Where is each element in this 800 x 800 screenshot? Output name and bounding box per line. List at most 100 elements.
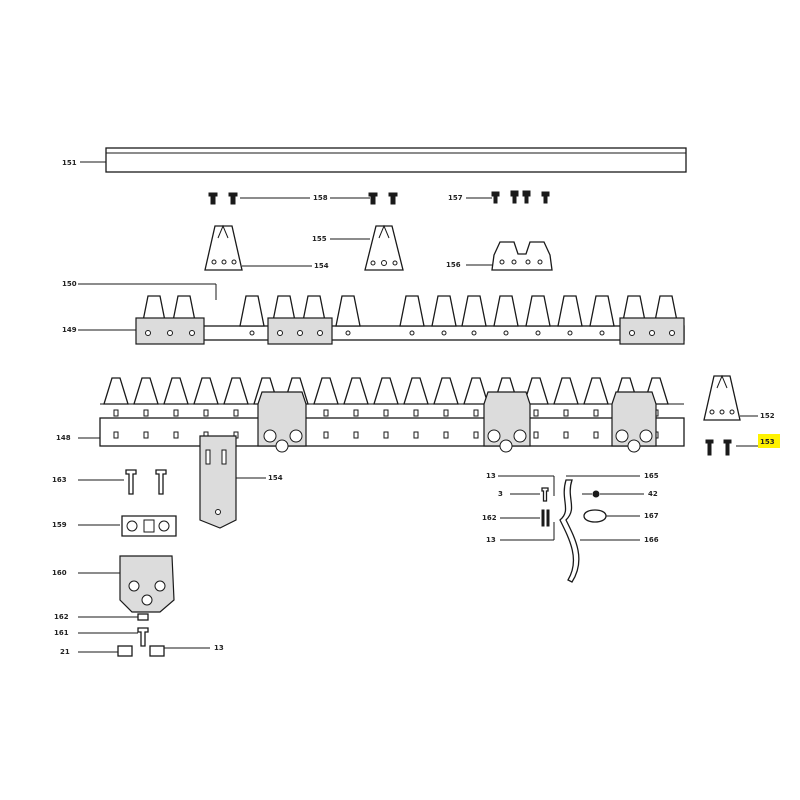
bolt-hole	[599, 330, 605, 336]
knife-section	[553, 377, 579, 405]
part-clip-assembly	[498, 475, 644, 583]
callout-149: 149	[62, 326, 77, 334]
callout-152: 152	[760, 412, 775, 420]
guard-tooth	[431, 295, 457, 327]
guard-tooth	[525, 295, 551, 327]
callout-148: 148	[56, 434, 71, 442]
callout-154-upper: 154	[314, 262, 329, 270]
knife-section	[193, 377, 219, 405]
knife-section	[373, 377, 399, 405]
callout-166: 166	[644, 536, 659, 544]
guard-tooth	[239, 295, 265, 327]
bolt-hole	[669, 330, 675, 336]
callout-21: 21	[60, 648, 70, 656]
callout-159: 159	[52, 521, 67, 529]
guard-tooth	[589, 295, 615, 327]
callout-162: 162	[482, 514, 497, 522]
bolt-hole	[649, 330, 655, 336]
part-148-sickle-bar	[78, 377, 685, 453]
knife-section	[163, 377, 189, 405]
rivet-hole	[173, 409, 179, 417]
rivet-hole	[383, 431, 389, 439]
guard-tooth	[493, 295, 519, 327]
part-156-double-guard	[466, 241, 553, 271]
guard-tooth	[461, 295, 487, 327]
rivet-hole	[473, 409, 479, 417]
rivet-hole	[353, 409, 359, 417]
bolt-hole	[535, 330, 541, 336]
bolt-hole	[345, 330, 351, 336]
bolt-hole	[249, 330, 255, 336]
callout-153: 153	[760, 438, 775, 446]
rivet-hole	[563, 431, 569, 439]
bolt-hole	[145, 330, 151, 336]
guard-tooth	[557, 295, 583, 327]
rivet-hole	[593, 409, 599, 417]
rivet-hole	[323, 409, 329, 417]
callout-167: 167	[644, 512, 659, 520]
guard-tooth	[335, 295, 361, 327]
rivet-hole	[203, 409, 209, 417]
callout-156: 156	[446, 261, 461, 269]
callout-157: 157	[448, 194, 463, 202]
callout-161: 161	[54, 629, 69, 637]
part-151-rail	[80, 147, 687, 173]
knife-section	[463, 377, 489, 405]
rivet-hole	[473, 431, 479, 439]
part-159-plate	[78, 515, 177, 537]
part-160-head	[78, 555, 175, 613]
bolt-hole	[409, 330, 415, 336]
rivet-hole	[143, 431, 149, 439]
guard-tooth	[399, 295, 425, 327]
knife-section	[133, 377, 159, 405]
rivet-hole	[113, 409, 119, 417]
rivet-hole	[353, 431, 359, 439]
callout-151: 151	[62, 159, 77, 167]
callout-150: 150	[62, 280, 77, 288]
knife-section	[223, 377, 249, 405]
rivet-hole	[413, 431, 419, 439]
bolt-hole	[167, 330, 173, 336]
highlight-marker	[758, 434, 780, 448]
knife-section	[403, 377, 429, 405]
knife-section	[313, 377, 339, 405]
callout-155: 155	[312, 235, 327, 243]
knife-section	[343, 377, 369, 405]
rivet-hole	[413, 409, 419, 417]
bolt-hole	[317, 330, 323, 336]
callout-158: 158	[313, 194, 328, 202]
rivet-hole	[563, 409, 569, 417]
part-163-bolts	[78, 469, 167, 495]
part-lower-left-fasteners	[78, 613, 210, 657]
bolt-hole	[277, 330, 283, 336]
callout-13-upper: 13	[486, 472, 496, 480]
rivet-hole	[173, 431, 179, 439]
part-152-guard	[703, 374, 758, 421]
rivet-hole	[533, 409, 539, 417]
callout-42: 42	[648, 490, 658, 498]
rivet-hole	[233, 409, 239, 417]
part-157-bolts	[466, 190, 550, 204]
callout-13-lower: 13	[214, 644, 224, 652]
callout-163: 163	[52, 476, 67, 484]
rivet-hole	[533, 431, 539, 439]
bolt-hole	[471, 330, 477, 336]
part-158-bolts	[208, 192, 398, 205]
bolt-hole	[441, 330, 447, 336]
callout-162-lower: 162	[54, 613, 69, 621]
bolt-hole	[503, 330, 509, 336]
part-154-guard-upper	[204, 224, 312, 271]
part-154-clip	[199, 435, 266, 529]
rivet-hole	[593, 431, 599, 439]
knife-section	[523, 377, 549, 405]
callout-160: 160	[52, 569, 67, 577]
bolt-hole	[629, 330, 635, 336]
callout-13-middle: 13	[486, 536, 496, 544]
callout-165: 165	[644, 472, 659, 480]
part-149-guard-bar	[78, 283, 685, 345]
rivet-hole	[443, 431, 449, 439]
callout-3: 3	[498, 490, 503, 498]
rivet-hole	[113, 431, 119, 439]
knife-section	[583, 377, 609, 405]
